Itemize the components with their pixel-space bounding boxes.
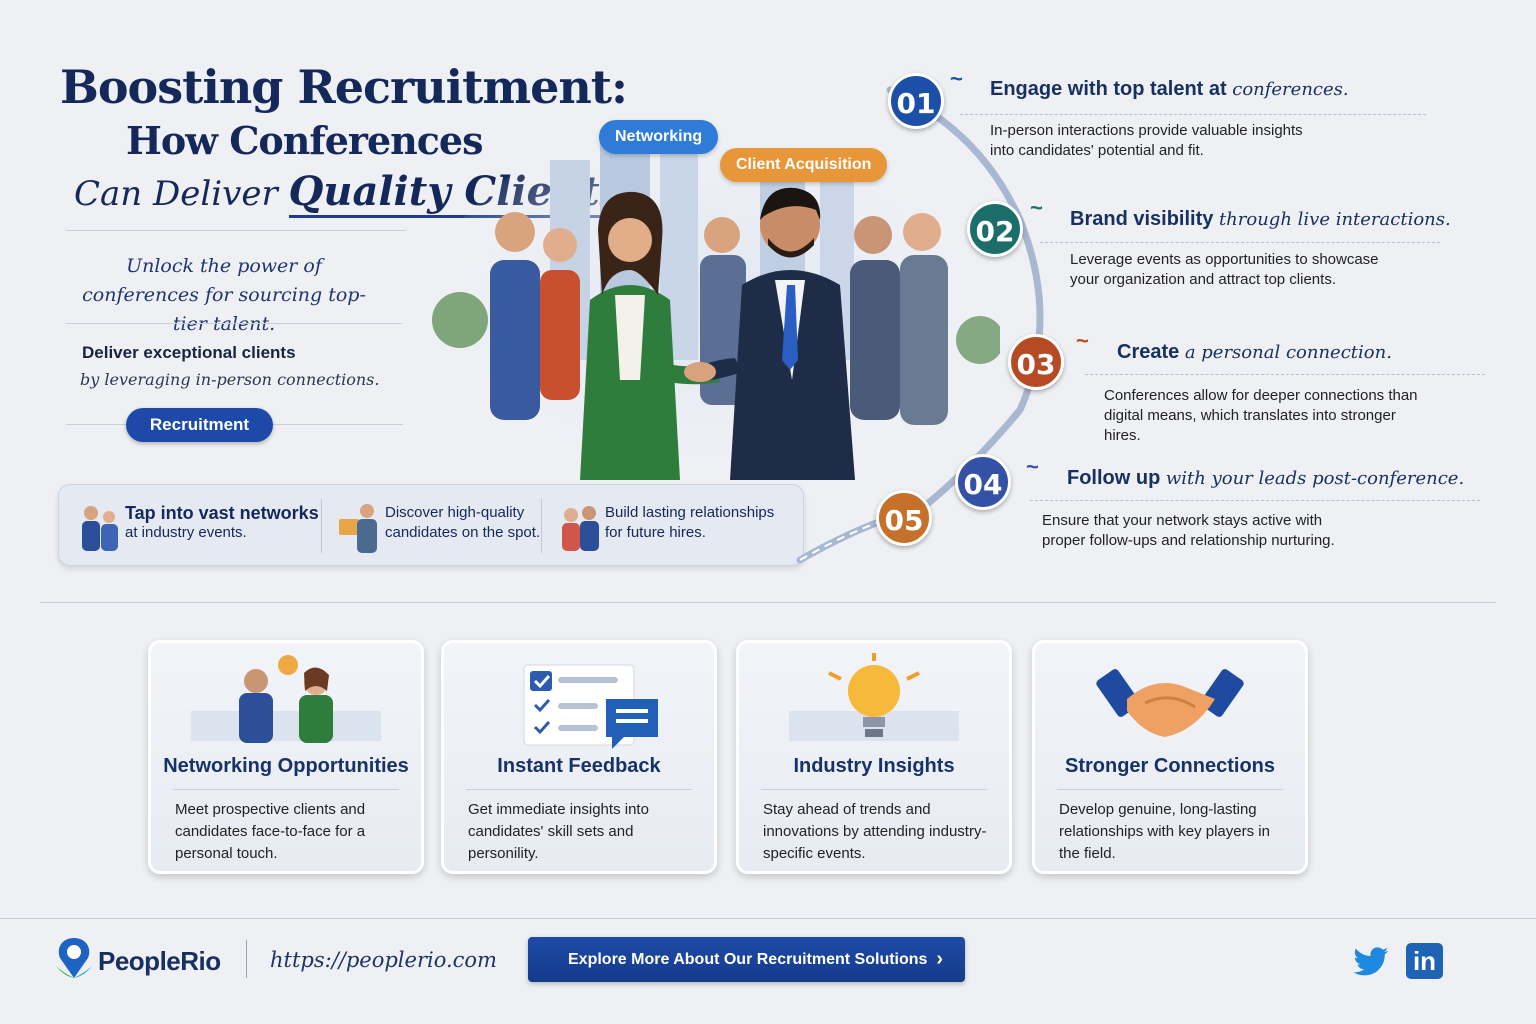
card-desc: Meet prospective clients and candidates … xyxy=(175,801,366,862)
card-networking-opportunities: Networking Opportunities Meet prospectiv… xyxy=(148,640,424,874)
step-number-03: 03 xyxy=(1008,334,1064,390)
divider xyxy=(466,789,692,790)
deliver-heading: Deliver exceptional clients xyxy=(82,343,296,362)
explore-solutions-button[interactable]: Explore More About Our Recruitment Solut… xyxy=(528,937,965,982)
strip-item: Build lasting relationships for future h… xyxy=(551,495,791,557)
step-title-bold: Brand visibility xyxy=(1070,208,1214,230)
divider xyxy=(1085,374,1485,375)
card-title: Industry Insights xyxy=(793,755,955,777)
client-acquisition-bubble: Client Acquisition xyxy=(720,148,888,182)
card-stronger-connections: Stronger Connections Develop genuine, lo… xyxy=(1032,640,1308,874)
twitter-icon[interactable] xyxy=(1352,942,1390,980)
tagline: Unlock the power of conferences for sour… xyxy=(82,255,366,335)
card-desc: Stay ahead of trends and innovations by … xyxy=(763,801,987,862)
step-title-04: Follow up with your leads post-conferenc… xyxy=(1067,467,1464,490)
divider xyxy=(761,789,987,790)
step-number-04: 04 xyxy=(955,454,1011,510)
strip-item-line2: at industry events. xyxy=(125,524,247,541)
step-desc-03: Conferences allow for deeper connections… xyxy=(1104,387,1418,444)
networking-bubble: Networking xyxy=(599,120,719,154)
strip-item-line1: Discover high-quality xyxy=(385,504,525,521)
step-title-italic: conferences. xyxy=(1232,79,1349,100)
card-title: Stronger Connections xyxy=(1064,755,1275,777)
linkedin-icon[interactable]: in xyxy=(1406,943,1443,979)
handshake-icon xyxy=(1096,669,1244,737)
divider xyxy=(246,940,247,978)
strip-item-line1: Build lasting relationships xyxy=(605,504,775,521)
step-title-italic: with your leads post-conference. xyxy=(1165,468,1465,489)
step-title-01: Engage with top talent at conferences. xyxy=(990,78,1349,101)
divider xyxy=(66,230,406,231)
recruitment-pill[interactable]: Recruitment xyxy=(126,408,273,442)
chevron-right-icon: › xyxy=(936,948,943,970)
networking-people-icon xyxy=(191,655,381,743)
step-number-02: 02 xyxy=(967,201,1023,257)
peoplerio-logo-icon xyxy=(56,938,92,978)
divider xyxy=(66,323,402,324)
title-line-3-prefix: Can Deliver xyxy=(74,174,278,214)
step-title-italic: a personal connection. xyxy=(1184,342,1392,363)
step-title-bold: Create xyxy=(1117,341,1180,363)
section-divider xyxy=(40,602,1496,603)
brand-name: PeopleRio xyxy=(98,946,221,976)
card-instant-feedback: Instant Feedback Get immediate insights … xyxy=(441,640,717,874)
divider xyxy=(1040,242,1440,243)
step-number-05: 05 xyxy=(876,490,932,546)
strip-item: Discover high-quality candidates on the … xyxy=(331,495,541,557)
title-line-1: Boosting Recruitment: xyxy=(60,60,628,114)
strip-item-line2: for future hires. xyxy=(605,524,706,541)
title-line-2: How Conferences xyxy=(126,118,483,163)
people-group-icon xyxy=(82,506,118,551)
step-desc-01: In-person interactions provide valuable … xyxy=(990,122,1303,159)
website-link[interactable]: https://peoplerio.com xyxy=(270,948,497,972)
conference-handshake-illustration xyxy=(430,120,1000,490)
card-title: Instant Feedback xyxy=(497,755,661,777)
strip-item: Tap into vast networks at industry event… xyxy=(71,495,321,557)
card-desc: Get immediate insights into candidates' … xyxy=(468,801,649,862)
card-title: Networking Opportunities xyxy=(163,755,409,777)
step-title-bold: Follow up xyxy=(1067,467,1161,489)
wave-icon: ~ xyxy=(950,66,963,91)
divider xyxy=(173,789,399,790)
deliver-subheading: by leveraging in-person connections. xyxy=(80,370,380,389)
step-title-bold: Engage with top talent at xyxy=(990,78,1227,100)
step-desc-04: Ensure that your network stays active wi… xyxy=(1042,512,1335,549)
divider xyxy=(66,424,126,425)
benefits-strip: Tap into vast networks at industry event… xyxy=(58,484,804,566)
lightbulb-icon xyxy=(789,653,959,741)
wave-icon: ~ xyxy=(1030,195,1043,220)
step-desc-02: Leverage events as opportunities to show… xyxy=(1070,251,1379,288)
card-industry-insights: Industry Insights Stay ahead of trends a… xyxy=(736,640,1012,874)
step-number-01: 01 xyxy=(888,73,944,129)
wave-icon: ~ xyxy=(1076,328,1089,353)
divider xyxy=(960,114,1426,115)
step-title-italic: through live interactions. xyxy=(1218,209,1451,230)
card-desc: Develop genuine, long-lasting relationsh… xyxy=(1059,801,1270,862)
divider xyxy=(273,424,403,425)
strip-item-line2: candidates on the spot. xyxy=(385,524,541,541)
wave-icon: ~ xyxy=(1026,454,1039,479)
step-title-02: Brand visibility through live interactio… xyxy=(1070,208,1451,231)
checklist-feedback-icon xyxy=(523,664,658,749)
step-title-03: Create a personal connection. xyxy=(1117,341,1392,364)
divider xyxy=(1057,789,1283,790)
relationship-icon xyxy=(562,506,599,551)
candidate-resume-icon xyxy=(339,504,377,553)
cta-label: Explore More About Our Recruitment Solut… xyxy=(568,951,928,968)
divider xyxy=(1030,500,1480,501)
divider xyxy=(541,499,542,553)
footer-divider xyxy=(0,918,1536,919)
strip-item-line1: Tap into vast networks xyxy=(125,503,319,523)
divider xyxy=(321,499,322,553)
